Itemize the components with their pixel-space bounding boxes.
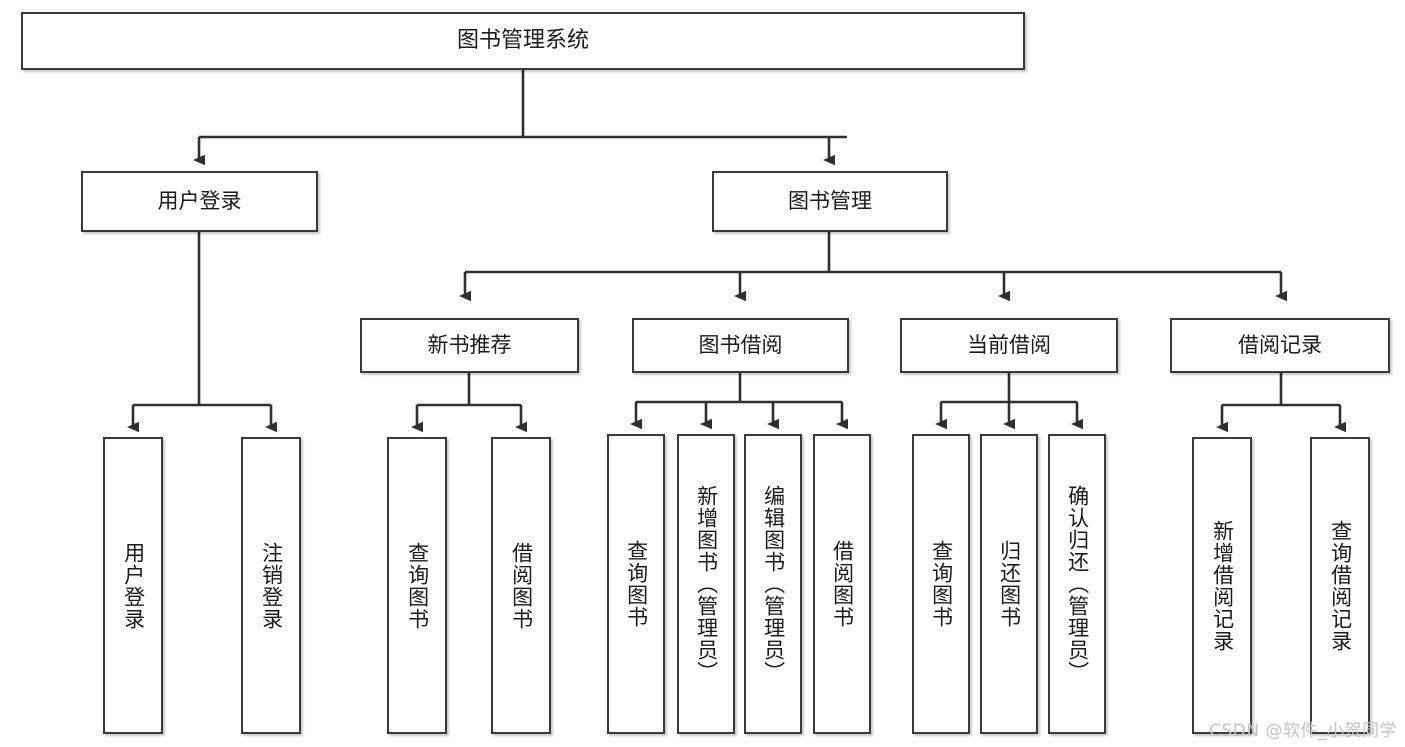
node-label: 图书借阅 — [698, 333, 783, 358]
leaf-user-login-logout[interactable]: 注销登录 — [241, 437, 301, 734]
leaf-recommend-borrow-book[interactable]: 借阅图书 — [491, 437, 551, 734]
node-label: 注销登录 — [259, 541, 284, 630]
node-label: 查询图书 — [624, 540, 649, 628]
csdn-watermark: CSDN @软件_小贺同学 — [1209, 721, 1397, 741]
node-label: 当前借阅 — [967, 333, 1051, 358]
node-label: 图书管理系统 — [456, 28, 589, 54]
node-label: 归还图书 — [997, 540, 1022, 628]
node-root-book-management-system[interactable]: 图书管理系统 — [21, 12, 1025, 70]
node-label: 借阅记录 — [1238, 333, 1322, 358]
node-book-management[interactable]: 图书管理 — [712, 171, 948, 232]
node-label: 确认归还（管理员） — [1065, 485, 1090, 683]
node-current-borrow[interactable]: 当前借阅 — [900, 318, 1118, 373]
leaf-current-confirm-return-admin[interactable]: 确认归还（管理员） — [1048, 434, 1106, 734]
node-label: 查询图书 — [929, 540, 954, 628]
node-label: 借阅图书 — [830, 540, 855, 628]
leaf-record-add-record[interactable]: 新增借阅记录 — [1192, 437, 1252, 734]
leaf-borrow-edit-book-admin[interactable]: 编辑图书（管理员） — [744, 434, 802, 734]
node-new-book-recommend[interactable]: 新书推荐 — [360, 318, 579, 373]
node-label: 查询借阅记录 — [1328, 519, 1353, 652]
leaf-current-query-book[interactable]: 查询图书 — [912, 434, 970, 734]
node-label: 查询图书 — [405, 541, 430, 630]
leaf-recommend-query-book[interactable]: 查询图书 — [387, 437, 447, 734]
node-label: 新书推荐 — [427, 333, 512, 358]
leaf-user-login-login[interactable]: 用户登录 — [103, 437, 163, 734]
leaf-current-return-book[interactable]: 归还图书 — [980, 434, 1038, 734]
node-book-borrow[interactable]: 图书借阅 — [632, 318, 849, 373]
node-label: 用户登录 — [121, 541, 146, 630]
leaf-borrow-add-book-admin[interactable]: 新增图书（管理员） — [677, 434, 735, 734]
node-label: 新增借阅记录 — [1210, 519, 1235, 652]
leaf-record-query-record[interactable]: 查询借阅记录 — [1310, 437, 1370, 734]
node-label: 用户登录 — [157, 189, 242, 214]
leaf-borrow-borrow-book[interactable]: 借阅图书 — [813, 434, 871, 734]
node-label: 借阅图书 — [509, 541, 534, 630]
leaf-borrow-query-book[interactable]: 查询图书 — [607, 434, 665, 734]
node-user-login[interactable]: 用户登录 — [81, 171, 318, 232]
node-borrow-record[interactable]: 借阅记录 — [1170, 318, 1390, 373]
node-label: 新增图书（管理员） — [694, 485, 719, 683]
node-label: 图书管理 — [788, 189, 872, 214]
node-label: 编辑图书（管理员） — [761, 485, 786, 683]
